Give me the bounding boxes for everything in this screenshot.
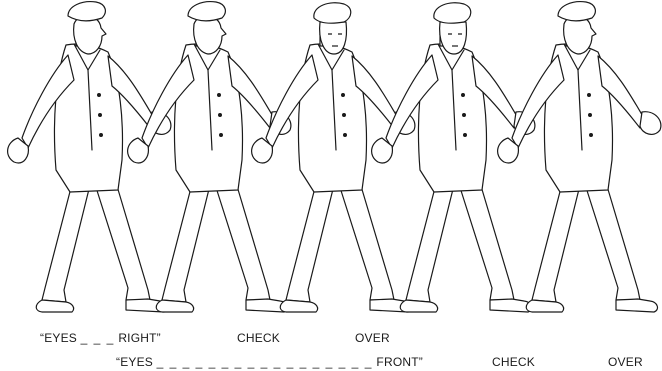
caption-eyes-open-2: “EYES: [116, 355, 153, 369]
caption-right-close: RIGHT”: [118, 331, 161, 345]
caption-eyes-open: “EYES: [40, 331, 77, 345]
marching-soldiers-illustration: [0, 0, 662, 322]
soldier-figure-5: [498, 2, 661, 312]
caption-check-1: CHECK: [237, 331, 280, 345]
caption-eyes-front: “EYES _ _ _ _ _ _ _ _ _ _ _ _ _ _ _ _ _ …: [116, 355, 423, 369]
caption-over-2: OVER: [608, 355, 643, 369]
caption-front-close: FRONT”: [376, 355, 423, 369]
caption-eyes-dashes: _ _ _: [81, 331, 115, 345]
caption-over-1: OVER: [355, 331, 390, 345]
caption-eyes-dashes-2: _ _ _ _ _ _ _ _ _ _ _ _ _ _ _ _ _: [157, 355, 373, 369]
caption-eyes-right: “EYES _ _ _ RIGHT”: [40, 331, 161, 345]
caption-check-2: CHECK: [492, 355, 535, 369]
